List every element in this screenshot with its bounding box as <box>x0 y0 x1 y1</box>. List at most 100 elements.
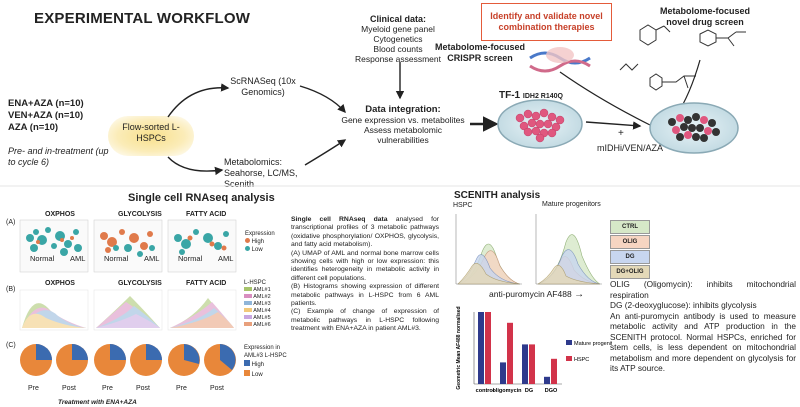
drug-combination-label: mIDHi/VEN/AZA <box>597 143 664 153</box>
bar-DG-0 <box>522 344 528 384</box>
legend-swatch <box>566 340 572 345</box>
umap-label-aml: AML <box>70 254 86 263</box>
arrow-to-metabolomics <box>167 156 224 176</box>
umap-label-aml: AML <box>144 254 160 263</box>
expression-legend: Expression High Low <box>245 230 275 254</box>
panel-title-glycolysis: GLYCOLYSIS <box>118 280 162 287</box>
legend-low: Low <box>251 247 263 253</box>
umap-label-normal: Normal <box>104 254 129 263</box>
legend-olig: OLIG <box>610 235 650 249</box>
x-tick-label: DG <box>525 388 533 394</box>
legend-aml: AML#2 <box>253 294 271 300</box>
scenith-histograms <box>455 214 602 285</box>
panel-title-oxphos: OXPHOS <box>45 280 75 287</box>
panel-title-fatty-acid: FATTY ACID <box>186 211 227 218</box>
histogram-panels <box>19 289 237 331</box>
bar-DGO-0 <box>544 376 550 384</box>
pie-glycolysis-pre <box>94 344 126 376</box>
hist-glycolysis <box>93 289 163 331</box>
bar-DGO-1 <box>551 358 557 384</box>
pie-legend: Expression in AML#3 L-HSPC High Low <box>244 345 294 379</box>
umap-fatty-acid <box>167 219 237 273</box>
mature-label: Mature progenitors <box>542 201 601 208</box>
cohort-aza: AZA (n=10) <box>8 122 59 133</box>
scenith-notes: OLIG (Oligomycin): inhibits mitochondria… <box>610 279 796 374</box>
description-para: (B) Histograms showing expression of dif… <box>291 283 439 308</box>
umap-label-aml: AML <box>218 254 234 263</box>
treated-dish <box>649 102 739 154</box>
hspc-label: HSPC <box>453 202 473 209</box>
legend-high: High <box>251 239 265 245</box>
arrow-to-scrnaseq <box>167 83 230 118</box>
pie-fatty-pre <box>168 344 200 376</box>
pie-oxphos-pre <box>20 344 52 376</box>
pie-label-post: Post <box>136 385 151 392</box>
x-tick-label: DGO <box>545 388 558 394</box>
bar-DG-1 <box>529 344 535 384</box>
x-axis-label: anti-puromycin AF488 → <box>489 289 584 300</box>
note-olig: OLIG (Oligomycin): inhibits mitochondria… <box>610 279 796 300</box>
arrow-tf1-to-treated <box>585 121 642 130</box>
description-lead: Single cell RNAseq data <box>291 216 388 223</box>
legend-low: Low <box>251 371 263 378</box>
description-para: (C) Example of change of expression of m… <box>291 308 439 333</box>
clinical-item: Myeloid gene panel <box>361 24 435 34</box>
cohort-ena-aza: ENA+AZA (n=10) <box>8 98 84 109</box>
data-integration-node: Data integration: Gene expression vs. me… <box>338 104 468 146</box>
legend-high: High <box>251 362 265 368</box>
clinical-data-node: Clinical data: Myeloid gene panel Cytoge… <box>333 14 463 64</box>
line-crispr-to-dish <box>559 71 651 126</box>
note-antipuromycin: An anti-puromycin antibody is used to me… <box>610 310 796 374</box>
crispr-dna-icon <box>529 47 591 73</box>
clinical-item: Response assessment <box>355 54 441 64</box>
pie-glycolysis-post <box>130 344 162 376</box>
mature-histogram <box>535 214 602 285</box>
bar-control-1 <box>485 312 491 384</box>
scenith-title: SCENITH analysis <box>454 190 541 201</box>
clinical-title: Clinical data: <box>369 14 426 24</box>
plus-sign: + <box>618 128 624 139</box>
x-tick-label: control <box>476 388 495 394</box>
arrow-metab-to-integration <box>304 139 347 166</box>
pie-oxphos-post <box>56 344 88 376</box>
crispr-screen-label: Metabolome-focused CRISPR screen <box>434 42 525 63</box>
pie-fatty-post <box>204 344 236 376</box>
legend-aml: AML#5 <box>253 315 271 321</box>
bar-control-0 <box>478 312 484 384</box>
umap-oxphos <box>19 219 89 273</box>
hspc-histogram <box>455 214 522 285</box>
hist-fatty-acid <box>167 289 237 331</box>
x-axis-text: anti-puromycin AF488 <box>489 289 572 299</box>
expression-legend-title: Expression <box>245 231 275 237</box>
legend-aml: AML#3 <box>253 301 271 307</box>
panel-title-fatty-acid: FATTY ACID <box>186 280 227 287</box>
molecule-icons <box>619 24 746 91</box>
panel-title-oxphos: OXPHOS <box>45 211 75 218</box>
legend-aml: AML#1 <box>253 287 271 293</box>
bar-oligomycin-0 <box>500 362 506 384</box>
x-axis-arrow-icon: → <box>574 289 585 300</box>
x-tick-label: oligomycin <box>492 388 522 394</box>
legend-dg-olig: DG+OLIG <box>610 265 650 279</box>
clinical-item: Blood counts <box>373 44 423 54</box>
treatment-caption: Treatment with ENA+AZA <box>58 399 137 406</box>
validate-box: Identify and validate novel combination … <box>481 3 612 41</box>
legend-label: HSPC <box>574 357 589 363</box>
umap-label-normal: Normal <box>178 254 203 263</box>
pie-legend-title: Expression in AML#3 L-HSPC <box>244 345 287 359</box>
legend-ctrl: CTRL <box>610 220 650 234</box>
legend-swatch <box>566 356 572 361</box>
integration-title: Data integration: <box>365 104 441 115</box>
pie-panels <box>20 344 236 376</box>
cell-line-label: TF-1 IDH2 R140Q <box>499 90 563 101</box>
umap-panels <box>19 219 237 273</box>
cohort-ven-aza: VEN+AZA (n=10) <box>8 110 84 121</box>
legend-swatch <box>245 238 250 243</box>
row-label-a: (A) <box>6 219 16 226</box>
timing-note: Pre- and in-treatment (up to cycle 6) <box>8 146 109 167</box>
page-title: EXPERIMENTAL WORKFLOW <box>34 10 251 27</box>
pie-label-pre: Pre <box>28 385 39 392</box>
lhspc-legend: L-HSPC AML#1 AML#2 AML#3 AML#4 AML#5 AML… <box>244 280 271 329</box>
single-cell-description: Single cell RNAseq data analysed for tra… <box>291 216 439 334</box>
clinical-item: Cytogenetics <box>373 34 423 44</box>
